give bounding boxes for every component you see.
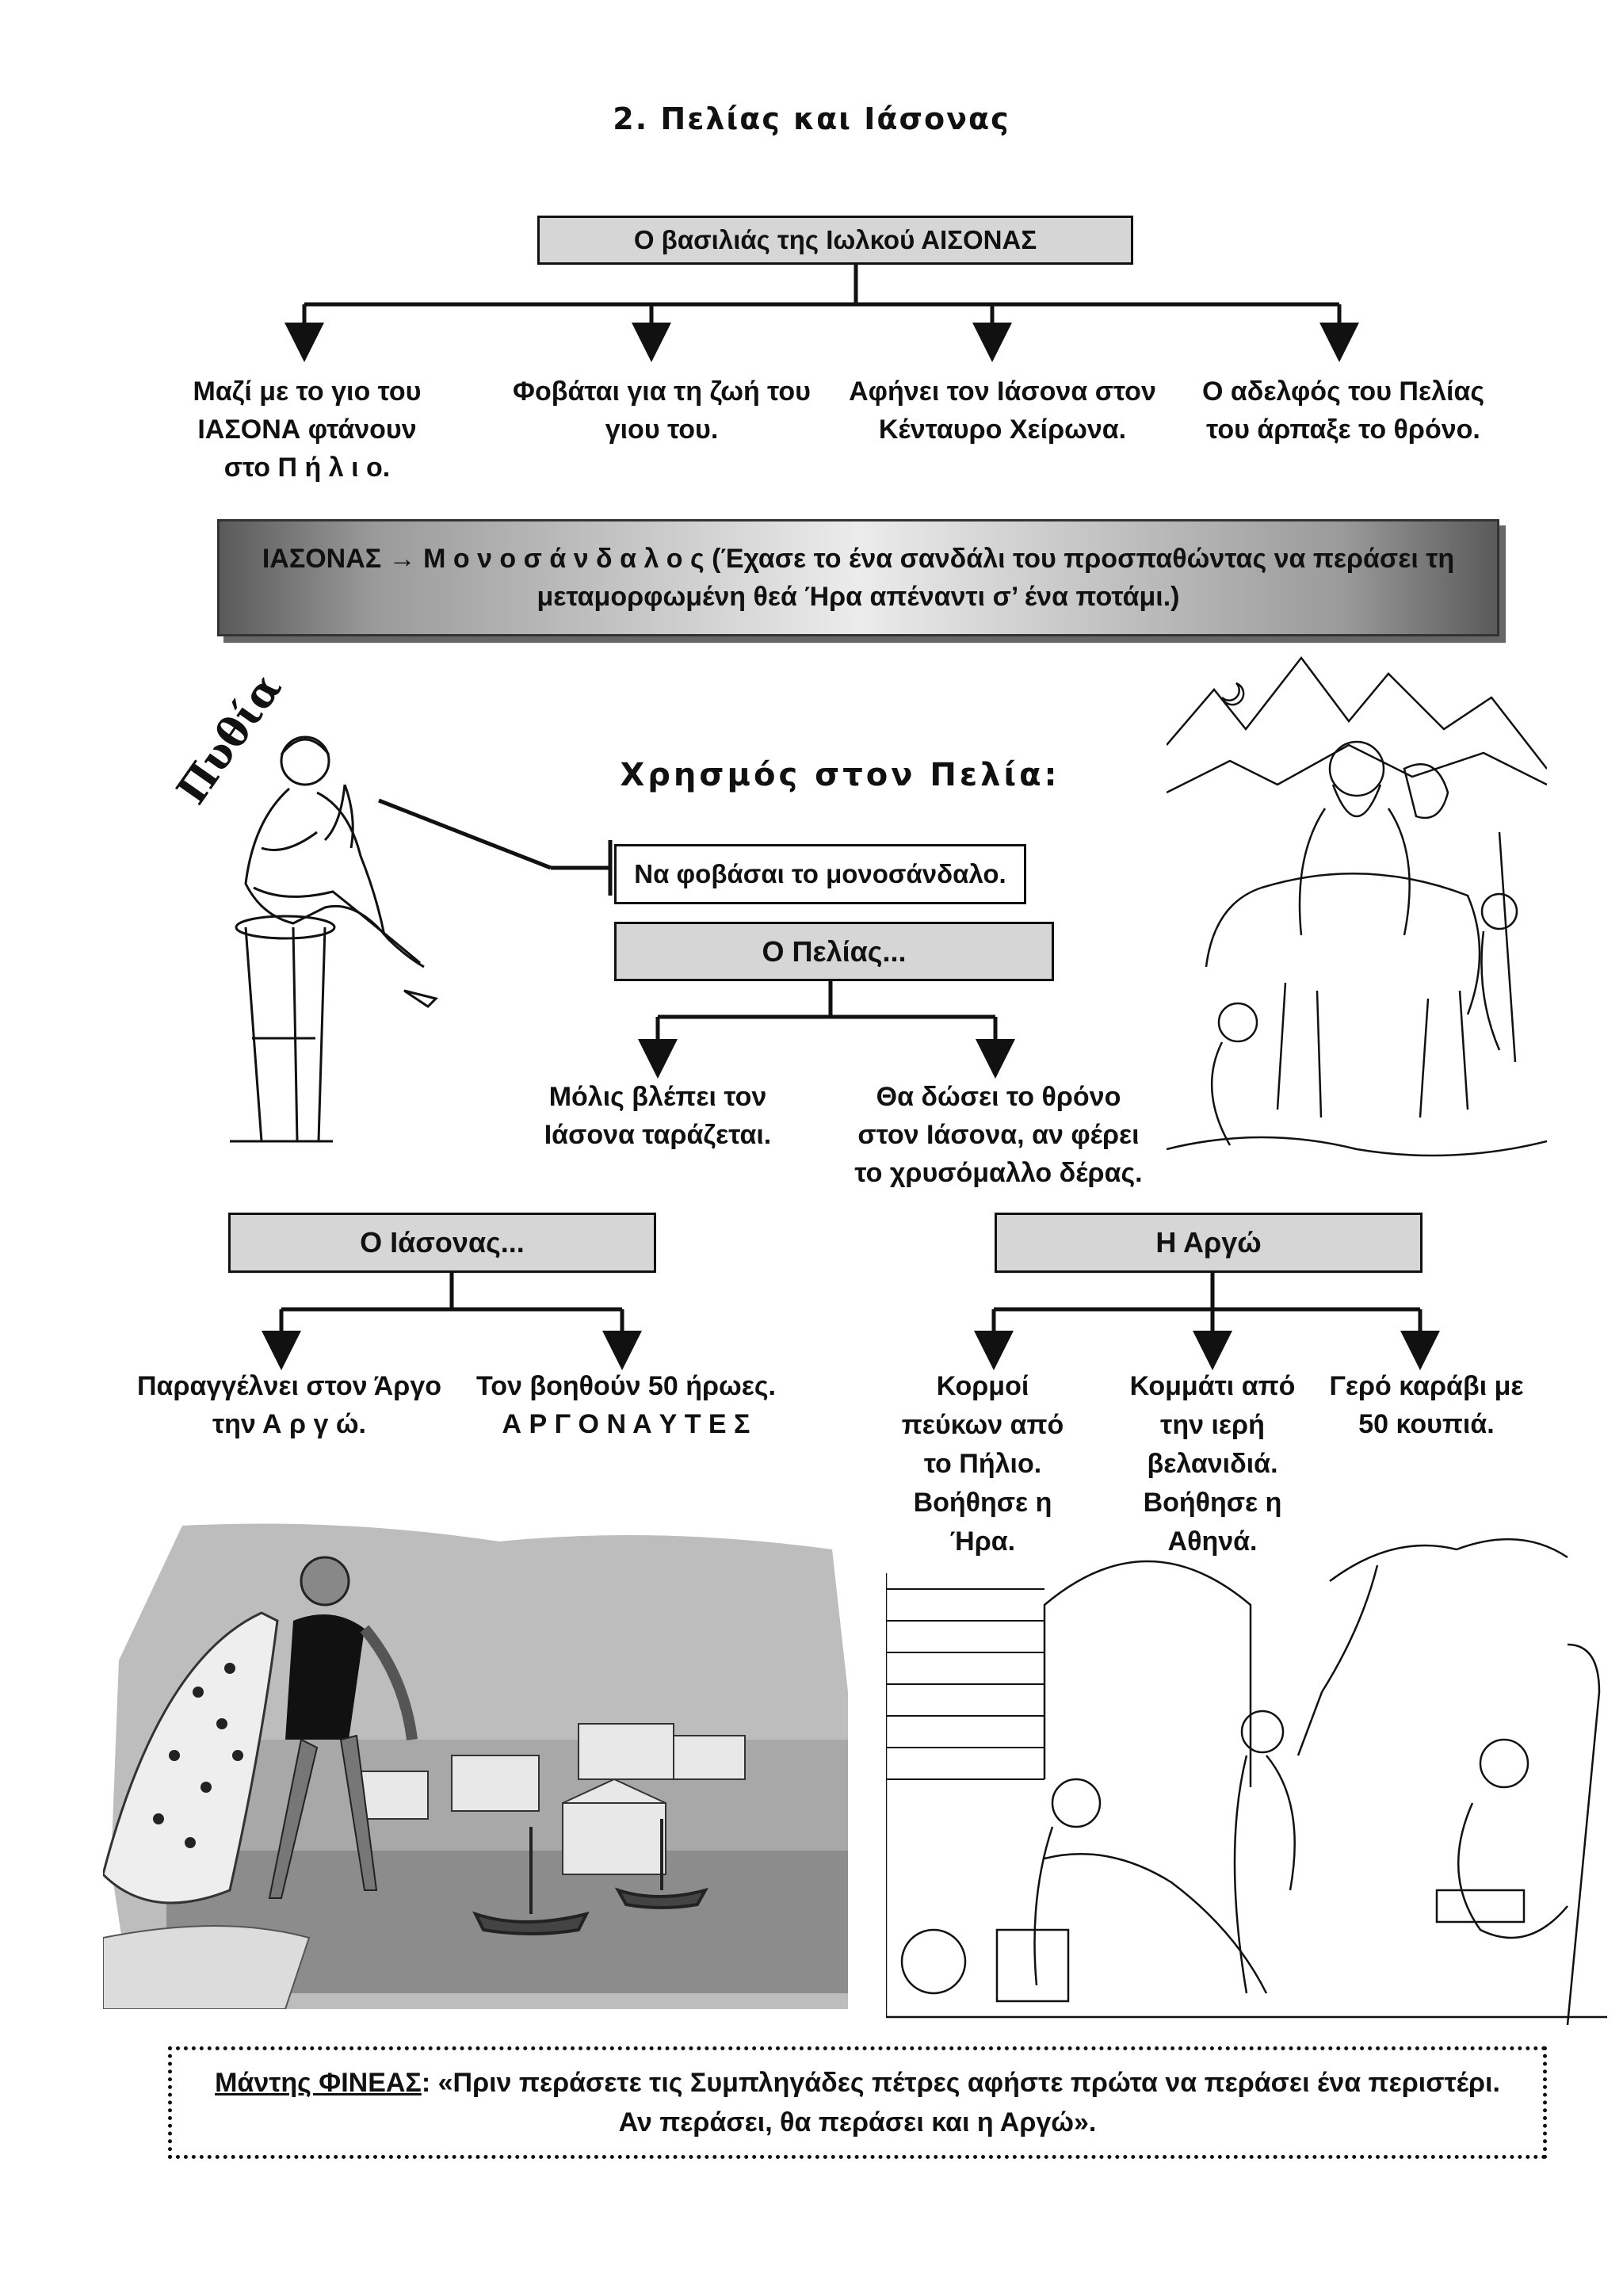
- pelias-branch-1: Μόλις βλέπει τον Ιάσονα ταράζεται.: [544, 1082, 772, 1150]
- oracle-text-box: Να φοβάσαι το μονοσάνδαλο.: [614, 844, 1026, 904]
- king-branch-1: Μαζί με το γιο του ΙΑΣΟΝΑ φτάνουν στο Π …: [193, 376, 422, 483]
- phineas-quote: Μάντης ΦΙΝΕΑΣ: «Πριν περάσετε τις Συμπλη…: [196, 2063, 1519, 2142]
- king-branch-3: Αφήνει τον Ιάσονα στον Κένταυρο Χείρωνα.: [849, 376, 1156, 445]
- king-aisonas-label: Ο βασιλιάς της Ιωλκού ΑΙΣΟΝΑΣ: [633, 225, 1037, 254]
- phineas-text: : «Πριν περάσετε τις Συμπληγάδες πέτρες …: [421, 2068, 1500, 2137]
- argo-label: Η Αργώ: [1155, 1226, 1262, 1259]
- pelias-branch-2: Θα δώσει το θρόνο στον Ιάσονα, αν φέρει …: [854, 1082, 1143, 1188]
- chiron-centaur-illustration: [1167, 650, 1547, 1173]
- argo-building-illustration: [886, 1538, 1607, 2025]
- phineas-label: Μάντης ΦΙΝΕΑΣ: [215, 2068, 422, 2098]
- jason-label: Ο Ιάσονας...: [360, 1226, 525, 1259]
- pythia-label: Πυθία: [167, 666, 291, 813]
- king-branch-4: Ο αδελφός του Πελίας του άρπαξε το θρόνο…: [1201, 376, 1485, 445]
- jason-branch-2: Τον βοηθούν 50 ήρωες. Α Ρ Γ Ο Ν Α Υ Τ Ε …: [475, 1371, 776, 1439]
- king-aisonas-box: Ο βασιλιάς της Ιωλκού ΑΙΣΟΝΑΣ: [537, 216, 1133, 265]
- oracle-title: Χρησμός στον Πελία:: [620, 757, 1060, 793]
- oracle-text: Να φοβάσαι το μονοσάνδαλο.: [634, 859, 1006, 888]
- page-title: 2. Πελίας και Ιάσονας: [613, 101, 1010, 136]
- pelias-box: Ο Πελίας...: [614, 922, 1054, 981]
- jason-branch-1: Παραγγέλνει στον Άργο την Α ρ γ ώ.: [136, 1371, 441, 1439]
- jason-box: Ο Ιάσονας...: [228, 1213, 656, 1273]
- pelias-label: Ο Πελίας...: [762, 934, 907, 968]
- argo-branch-2: Κομμάτι από την ιερή βελανιδιά. Βοήθησε …: [1129, 1371, 1296, 1557]
- argo-branch-1: Κορμοί πεύκων από το Πήλιο. Βοήθησε η Ήρ…: [901, 1371, 1064, 1557]
- argo-branch-3: Γερό καράβι με 50 κουπιά.: [1329, 1371, 1524, 1439]
- king-branch-2: Φοβάται για τη ζωή του γιου του.: [513, 376, 811, 445]
- argo-box: Η Αργώ: [995, 1213, 1423, 1273]
- pythia-illustration: Πυθία: [167, 666, 438, 1143]
- jason-harbor-illustration: [103, 1523, 848, 2009]
- phineas-quote-box: Μάντης ΦΙΝΕΑΣ: «Πριν περάσετε τις Συμπλη…: [168, 2046, 1547, 2159]
- monosandalos-banner: ΙΑΣΟΝΑΣ → Μ ο ν ο σ ά ν δ α λ ο ς (Έχασε…: [217, 519, 1499, 636]
